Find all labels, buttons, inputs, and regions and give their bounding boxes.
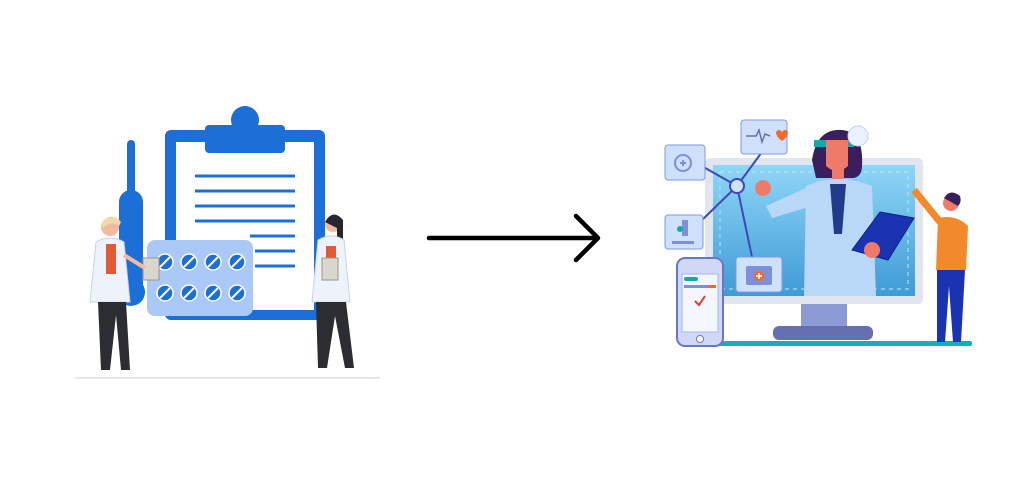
paper-records-illustration xyxy=(75,106,380,379)
calendar-phone-icon xyxy=(676,257,724,347)
floor-line xyxy=(680,341,972,346)
heartbeat-card xyxy=(740,119,788,155)
stethoscope-card xyxy=(664,144,706,181)
doctor-on-screen xyxy=(755,125,915,296)
microscope-card xyxy=(664,214,704,250)
doctor-figure-left xyxy=(89,216,160,370)
right-arrow-icon xyxy=(426,213,601,263)
network-node xyxy=(729,178,745,194)
medical-folder-card xyxy=(735,256,783,293)
telemedicine-illustration xyxy=(664,119,972,347)
patient-figure xyxy=(911,187,968,342)
doctor-figure-right xyxy=(311,214,354,368)
pill-blister-icon xyxy=(147,240,253,316)
